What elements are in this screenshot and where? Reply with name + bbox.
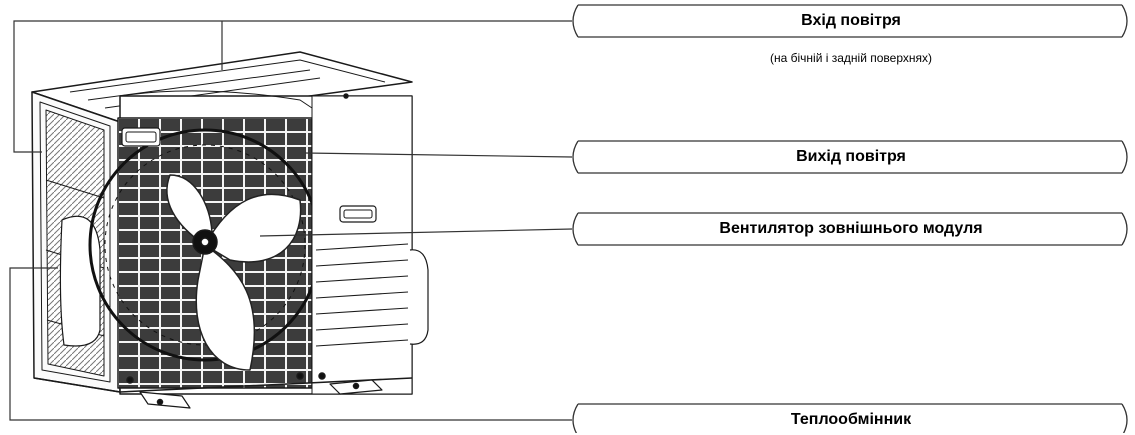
label-box-heat-exchanger	[572, 403, 1128, 433]
leader-air-inlet	[13, 20, 572, 153]
label-air-outlet: Вихід повітря	[796, 148, 906, 165]
leader-air-outlet	[304, 152, 573, 158]
label-box-air-inlet	[572, 4, 1128, 38]
unit-foot-left	[139, 391, 191, 409]
leader-lines	[9, 20, 573, 421]
label-air-inlet: Вхід повітря	[801, 12, 901, 29]
label-outdoor-fan: Вентилятор зовнішнього модуля	[719, 220, 983, 237]
label-boxes	[572, 4, 1128, 433]
label-box-outdoor-fan	[572, 212, 1128, 246]
label-box-air-outlet	[572, 140, 1128, 174]
leader-outdoor-fan	[259, 228, 573, 237]
leader-heat-exchanger	[9, 267, 572, 421]
note-air-inlet: (на бічній і задній поверхнях)	[769, 51, 932, 65]
fan-blades	[166, 174, 302, 371]
label-heat-exchanger: Теплообмінник	[790, 411, 912, 428]
outdoor-unit	[31, 51, 429, 409]
